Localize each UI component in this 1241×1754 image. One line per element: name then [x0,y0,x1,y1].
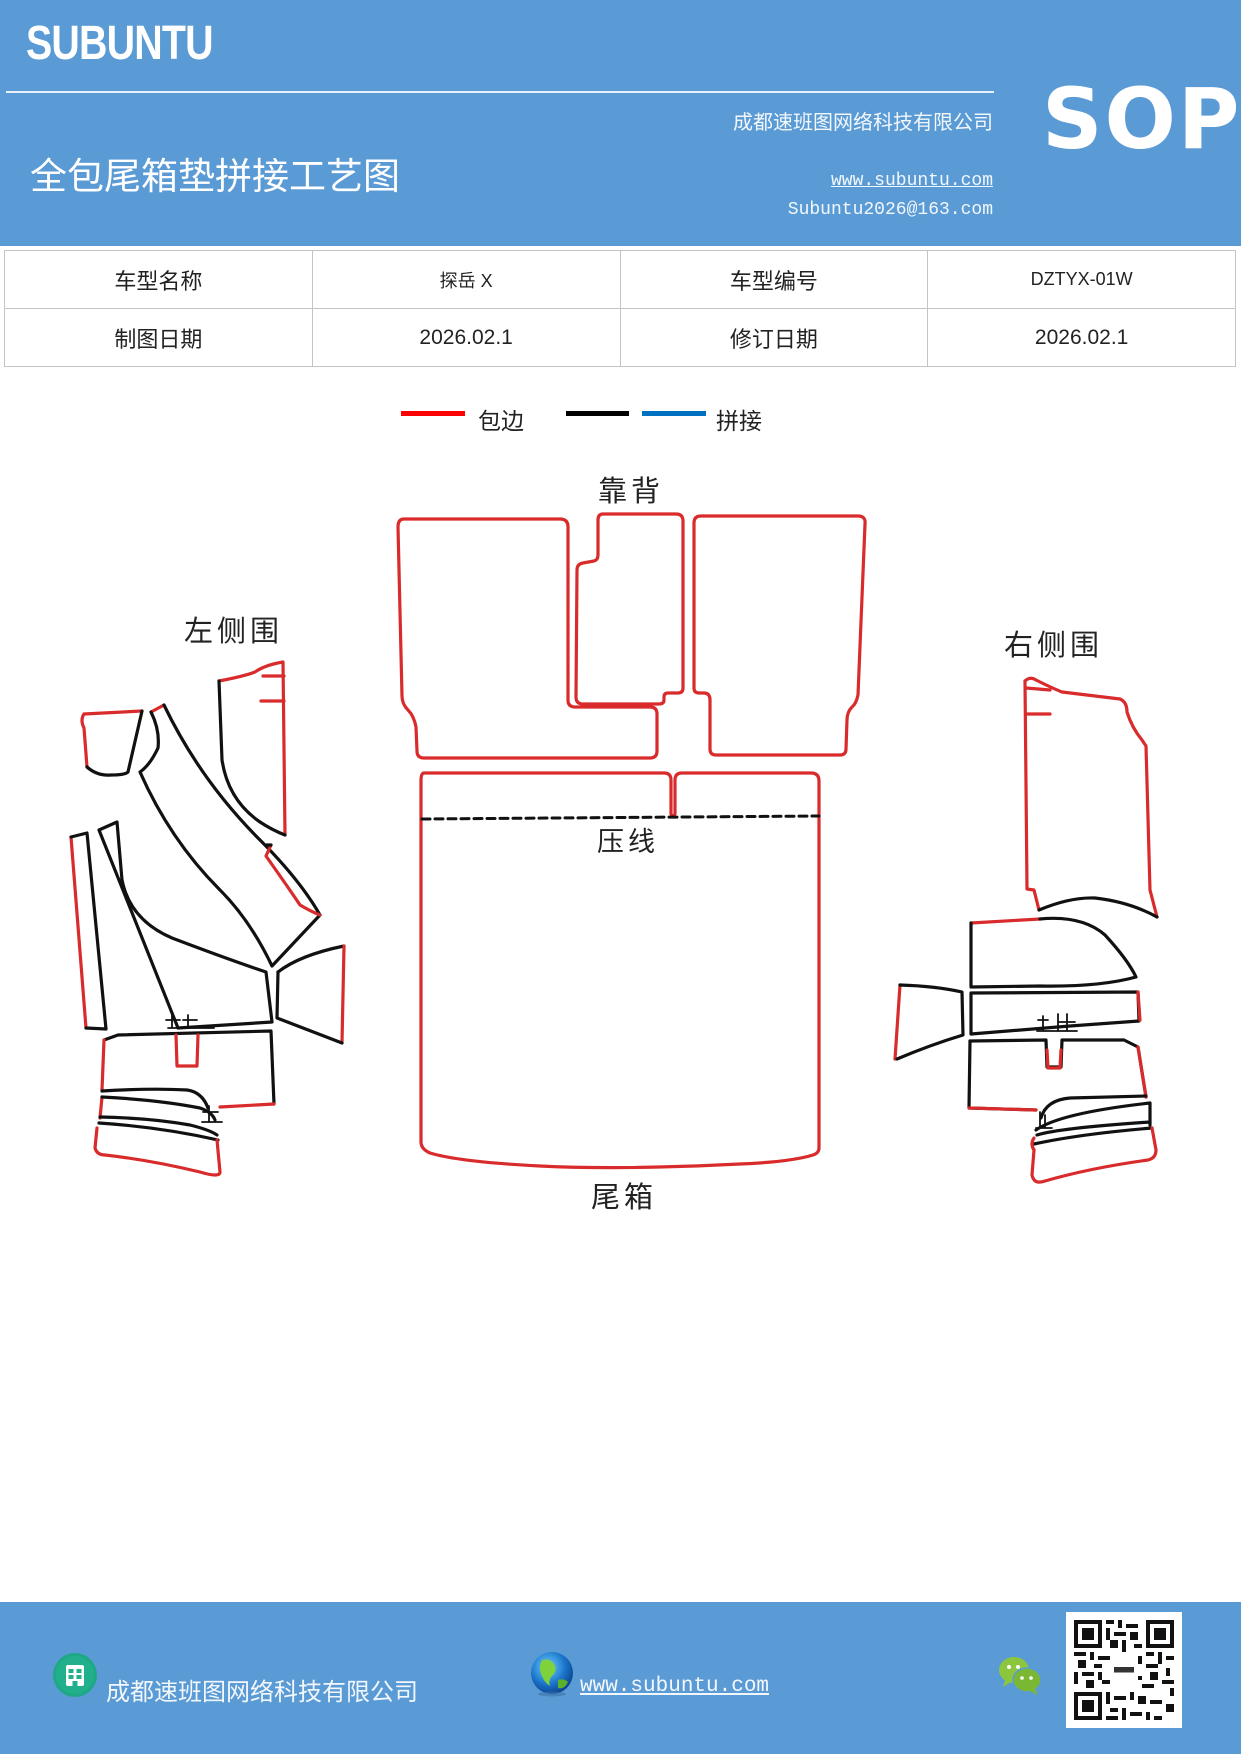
table-row: 制图日期 2026.02.1 修订日期 2026.02.1 [4,308,1236,367]
left-side-pieces [69,660,346,1177]
drawing-date-value: 2026.02.1 [311,308,621,367]
vehicle-code-value: DZTYX-01W [927,250,1236,309]
revision-date-label: 修订日期 [619,308,929,367]
press-line [420,814,821,821]
footer-company-name: 成都速班图网络科技有限公司 [106,1678,418,1706]
page-footer: 成都速班图网络科技有限公司 www.subuntu.com [0,1602,1241,1754]
vehicle-name-label: 车型名称 [4,250,313,309]
sop-badge: SOP [1042,70,1241,168]
vehicle-code-label: 车型编号 [619,250,929,309]
page-header: SUBUNTU 全包尾箱垫拼接工艺图 成都速班图网络科技有限公司 www.sub… [0,0,1241,246]
label-left-side: 左侧围 [184,614,284,648]
drawing-date-label: 制图日期 [4,308,313,367]
revision-date-value: 2026.02.1 [927,308,1236,367]
website-link[interactable]: www.subuntu.com [830,171,993,191]
building-icon [53,1653,97,1697]
globe-icon [531,1652,573,1697]
email-address: Subuntu2026@163.com [787,200,993,220]
vehicle-name-value: 探岳 X [311,250,621,309]
table-row: 车型名称 探岳 X 车型编号 DZTYX-01W [4,250,1236,309]
backrest-pieces [396,512,867,760]
right-side-pieces [893,676,1159,1184]
qr-code[interactable] [1066,1612,1182,1728]
label-trunk: 尾箱 [591,1180,658,1214]
brand-logo: SUBUNTU [26,17,213,70]
label-press-line: 压线 [597,827,659,858]
label-right-side: 右侧围 [1004,628,1104,662]
legend-label-splice: 拼接 [716,409,762,435]
label-backrest: 靠背 [598,474,665,508]
legend-swatch-black [566,411,629,416]
document-title: 全包尾箱垫拼接工艺图 [30,155,400,198]
legend-swatch-red [401,411,465,416]
header-divider [6,91,994,93]
vehicle-info-table: 车型名称 探岳 X 车型编号 DZTYX-01W 制图日期 2026.02.1 … [4,250,1236,367]
legend: 包边 拼接 [0,400,1241,440]
legend-swatch-blue [642,411,706,416]
footer-website-link[interactable]: www.subuntu.com [580,1675,770,1698]
company-name: 成都速班图网络科技有限公司 [733,110,993,134]
wechat-icon[interactable] [997,1654,1043,1696]
legend-label-binding: 包边 [478,409,524,435]
